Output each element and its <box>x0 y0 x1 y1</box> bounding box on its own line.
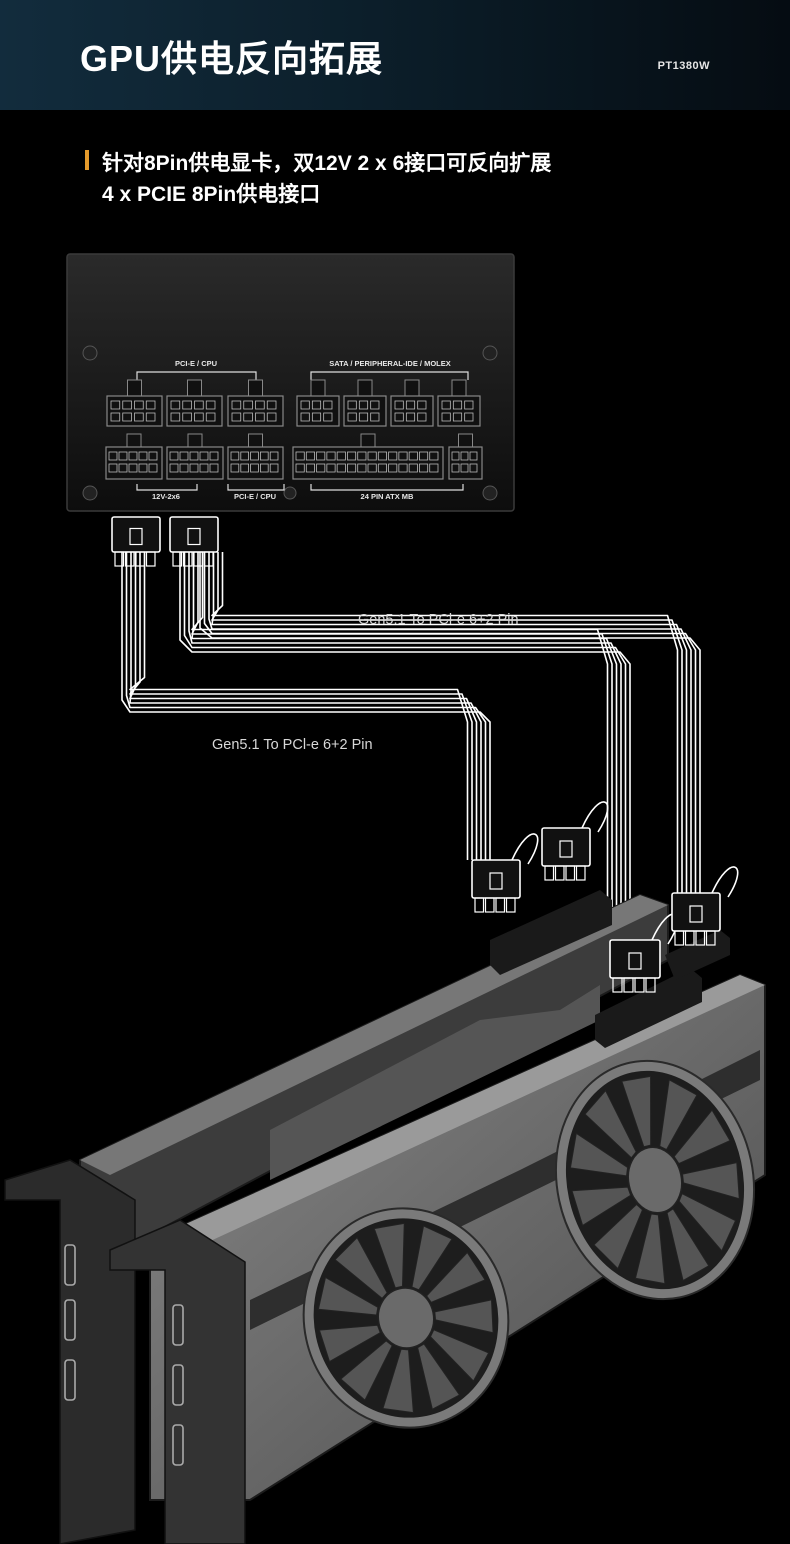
cable-wire <box>121 552 491 860</box>
cable-wire <box>183 552 627 940</box>
gpu-back <box>79 890 669 1241</box>
connector-heads <box>111 516 739 993</box>
psu-port <box>292 433 444 480</box>
psu-label-pcie-cpu-bottom: PCI-E / CPU <box>234 492 276 501</box>
psu-port <box>390 379 434 427</box>
pcie-8pin-connector <box>111 516 161 567</box>
subtitle-line-2: 4 x PCIE 8Pin供电接口 <box>102 183 321 206</box>
psu-port <box>106 379 163 427</box>
io-bracket-back <box>4 1159 136 1544</box>
pcie-8pin-connector <box>471 833 539 913</box>
psu-port <box>343 379 387 427</box>
psu-port <box>227 433 284 480</box>
psu-label-12v: 12V-2x6 <box>152 492 180 501</box>
fan-icon <box>302 1207 510 1429</box>
psu-port-grid <box>105 379 483 480</box>
page-title: GPU供电反向拓展 <box>80 38 384 79</box>
fan-icon <box>554 1059 756 1301</box>
cable-wire <box>211 552 688 895</box>
subtitle-line-1: 针对8Pin供电显卡，双12V 2 x 6接口可反向扩展 <box>102 152 552 175</box>
psu-port <box>296 379 340 427</box>
cable-label-lower: Gen5.1 To PCl-e 6+2 Pin <box>212 737 373 753</box>
psu-port <box>166 433 224 480</box>
pcie-8pin-connector <box>541 801 609 881</box>
cable-wire <box>211 552 679 895</box>
psu-port <box>437 379 481 427</box>
cable-wire <box>211 552 683 895</box>
psu-label-sata: SATA / PERIPHERAL-IDE / MOLEX <box>329 359 451 368</box>
screw-icon <box>482 345 498 361</box>
cable-wire <box>199 552 701 895</box>
psu-unit: PCI-E / CPU SATA / PERIPHERAL-IDE / MOLE… <box>66 253 515 512</box>
psu-port <box>105 433 163 480</box>
io-bracket-front <box>109 1219 246 1544</box>
gpu-front-port <box>595 968 702 1048</box>
screw-icon <box>82 345 98 361</box>
model-code: PT1380W <box>657 60 710 72</box>
screw-icon <box>482 485 498 501</box>
screw-icon <box>283 486 297 500</box>
psu-port <box>227 379 284 427</box>
cable-wire <box>129 552 469 860</box>
cable-wire <box>208 552 692 895</box>
cable-bundles <box>121 552 701 940</box>
cable-wire <box>125 552 487 860</box>
pcie-8pin-connector <box>169 516 219 567</box>
psu-label-atx: 24 PIN ATX MB <box>361 492 415 501</box>
psu-port <box>166 379 223 427</box>
gpu-fans <box>302 1059 756 1429</box>
cable-wire <box>203 552 697 895</box>
gpu-back-port <box>490 890 612 975</box>
cable-wire <box>188 552 622 940</box>
cable-wire <box>179 552 631 940</box>
gpu-front-port <box>665 930 730 980</box>
pcie-8pin-connector <box>609 913 679 993</box>
pcie-8pin-connector <box>671 866 739 946</box>
psu-label-pcie-cpu-top: PCI-E / CPU <box>175 359 217 368</box>
cable-wire <box>129 552 482 860</box>
screw-icon <box>82 485 98 501</box>
gpu-front <box>149 930 766 1501</box>
cable-wire <box>129 552 473 860</box>
psu-port <box>448 433 483 480</box>
accent-bar <box>85 150 89 170</box>
cable-label-upper: Gen5.1 To PCl-e 6+2 Pin <box>358 612 519 628</box>
header-banner: GPU供电反向拓展 PT1380W <box>0 0 790 110</box>
cable-wire <box>129 552 478 860</box>
